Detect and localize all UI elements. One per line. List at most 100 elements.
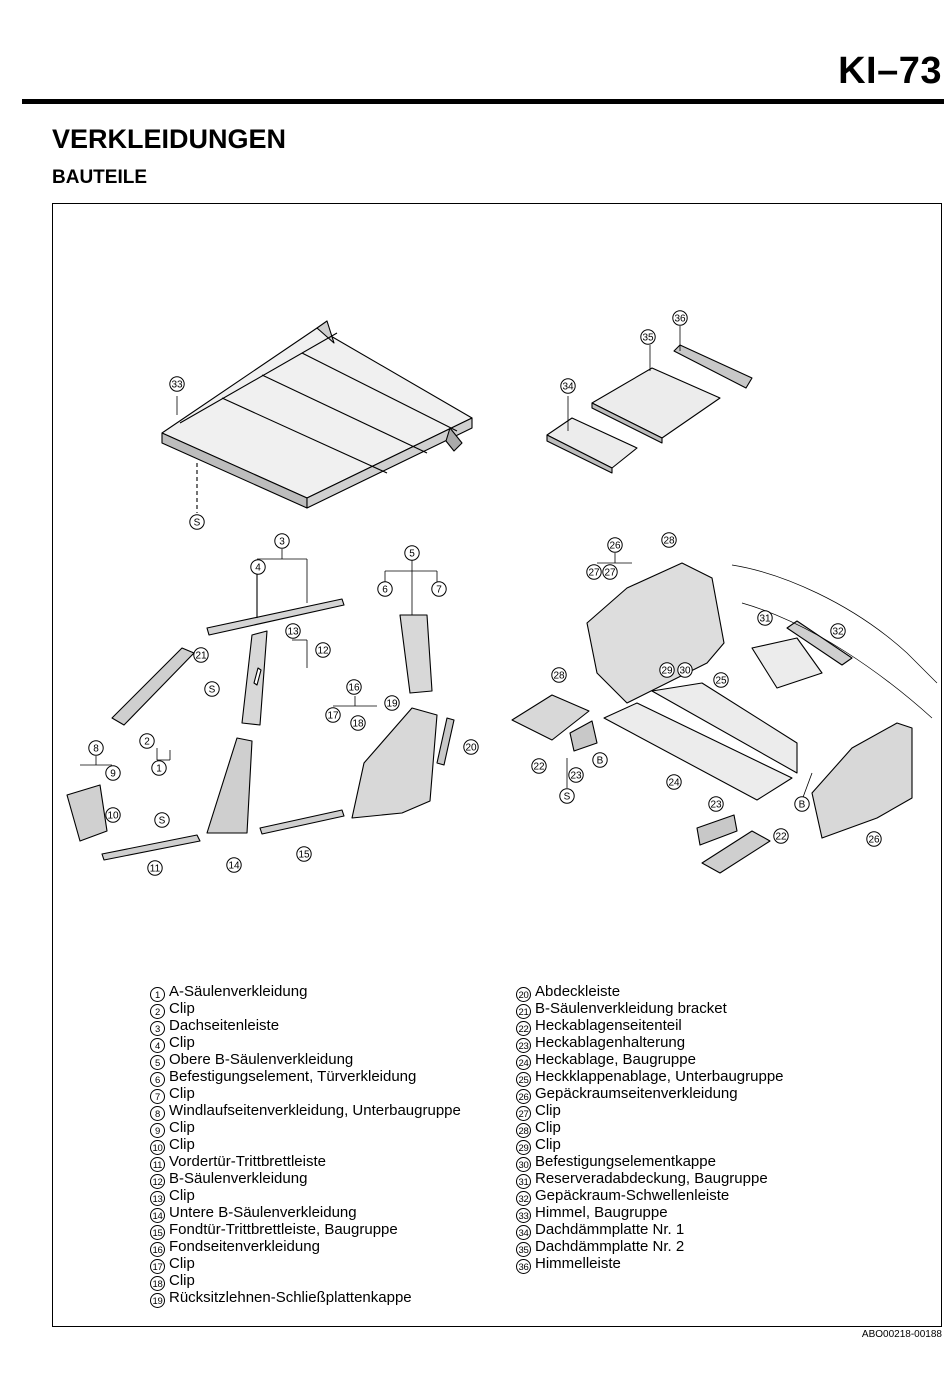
legend-label: Dachdämmplatte Nr. 2	[535, 1238, 685, 1255]
legend-label: Clip	[169, 1136, 195, 1153]
legend-number: 4	[150, 1038, 165, 1053]
legend-number: 2	[150, 1004, 165, 1019]
exploded-parts-diagram: 33 36 35 34 3 4 5 6 7 13 12 21 16 19 17 …	[66, 310, 938, 876]
callout-35-label: 35	[642, 333, 654, 344]
legend-item: 30 Befestigungselementkappe	[516, 1153, 784, 1172]
legend-number: 9	[150, 1123, 165, 1138]
callout-22a-label: 22	[533, 762, 545, 773]
marker-s-tray-label: S	[564, 792, 571, 803]
legend-label: Clip	[169, 1119, 195, 1136]
callout-21: 21	[193, 647, 209, 663]
callout-11: 11	[147, 860, 163, 876]
callout-2-label: 2	[144, 737, 150, 748]
marker-s-cowl: S	[154, 812, 170, 828]
headliner-molding	[673, 344, 753, 389]
legend-number: 11	[150, 1157, 165, 1172]
lower-b-pillar-trim	[206, 737, 253, 834]
callout-22b-label: 22	[775, 832, 787, 843]
legend-label: B-Säulenverkleidung	[169, 1170, 308, 1187]
callout-22a: 22	[531, 758, 547, 774]
legend-item: 24 Heckablage, Baugruppe	[516, 1051, 784, 1070]
legend-label: Clip	[169, 1000, 195, 1017]
legend-label: Heckklappenablage, Unterbaugruppe	[535, 1068, 784, 1085]
marker-b-left-label: B	[597, 756, 604, 767]
package-tray	[603, 702, 793, 801]
callout-18: 18	[350, 715, 366, 731]
legend-number: 21	[516, 1004, 531, 1019]
callout-26b-label: 26	[868, 835, 880, 846]
legend-number: 35	[516, 1242, 531, 1257]
callout-28a: 28	[661, 532, 677, 548]
callout-27b: 27	[602, 564, 618, 580]
callout-27b-label: 27	[604, 568, 616, 579]
callout-12: 12	[315, 642, 331, 658]
callout-24: 24	[666, 774, 682, 790]
callout-31-label: 31	[759, 614, 771, 625]
callout-16: 16	[346, 679, 362, 695]
legend-number: 34	[516, 1225, 531, 1240]
legend-number: 20	[516, 987, 531, 1002]
legend-item: 29 Clip	[516, 1136, 784, 1155]
callout-27a: 27	[586, 564, 602, 580]
legend-label: Clip	[535, 1136, 561, 1153]
tray-holder	[569, 720, 598, 752]
callout-5: 5	[404, 545, 420, 561]
legend-label: Dachseitenleiste	[169, 1017, 280, 1034]
legend-label: Obere B-Säulenverkleidung	[169, 1051, 354, 1068]
legend-number: 1	[150, 987, 165, 1002]
legend-item: 35 Dachdämmplatte Nr. 2	[516, 1238, 784, 1257]
callout-1: 1	[151, 760, 167, 776]
legend-number: 30	[516, 1157, 531, 1172]
legend-number: 31	[516, 1174, 531, 1189]
callout-2: 2	[139, 733, 155, 749]
legend-label: Reserveradabdeckung, Baugruppe	[535, 1170, 768, 1187]
legend-label: Fondtür-Trittbrettleiste, Baugruppe	[169, 1221, 398, 1238]
callout-16-label: 16	[348, 683, 360, 694]
legend-label: Clip	[169, 1272, 195, 1289]
legend-label: Heckablage, Baugruppe	[535, 1051, 696, 1068]
legend-label: Clip	[169, 1085, 195, 1102]
legend-label: A-Säulenverkleidung	[169, 983, 308, 1000]
page-subtitle: BAUTEILE	[52, 167, 147, 188]
legend-number: 24	[516, 1055, 531, 1070]
headliner-part	[161, 320, 473, 509]
marker-s-bracket-label: S	[209, 685, 216, 696]
legend-number: 15	[150, 1225, 165, 1240]
callout-8: 8	[88, 740, 104, 756]
quarter-trim	[351, 707, 438, 819]
legend-number: 29	[516, 1140, 531, 1155]
legend-number: 36	[516, 1259, 531, 1274]
legend-label: Gepäckraumseitenverkleidung	[535, 1085, 738, 1102]
page-title: VERKLEIDUNGEN	[52, 124, 287, 154]
legend-label: Befestigungselement, Türverkleidung	[169, 1068, 417, 1085]
legend-item: 1 A-Säulenverkleidung	[150, 983, 461, 1002]
callout-23a-label: 23	[570, 771, 582, 782]
front-door-scuff	[101, 834, 201, 861]
callout-33: 33	[169, 376, 185, 392]
callout-7: 7	[431, 581, 447, 597]
legend-label: Clip	[535, 1102, 561, 1119]
a-pillar-trim	[111, 647, 195, 726]
callout-18-label: 18	[352, 719, 364, 730]
legend-item: 31 Reserveradabdeckung, Baugruppe	[516, 1170, 784, 1189]
marker-s-cowl-label: S	[159, 816, 166, 827]
cowl-side-trim	[66, 784, 108, 842]
callout-28b-label: 28	[553, 671, 565, 682]
legend-label: Befestigungselementkappe	[535, 1153, 716, 1170]
callout-23a: 23	[568, 767, 584, 783]
callout-6: 6	[377, 581, 393, 597]
callout-17: 17	[325, 707, 341, 723]
callout-25: 25	[713, 672, 729, 688]
legend-label: Rücksitzlehnen-Schließplattenkappe	[169, 1289, 412, 1306]
